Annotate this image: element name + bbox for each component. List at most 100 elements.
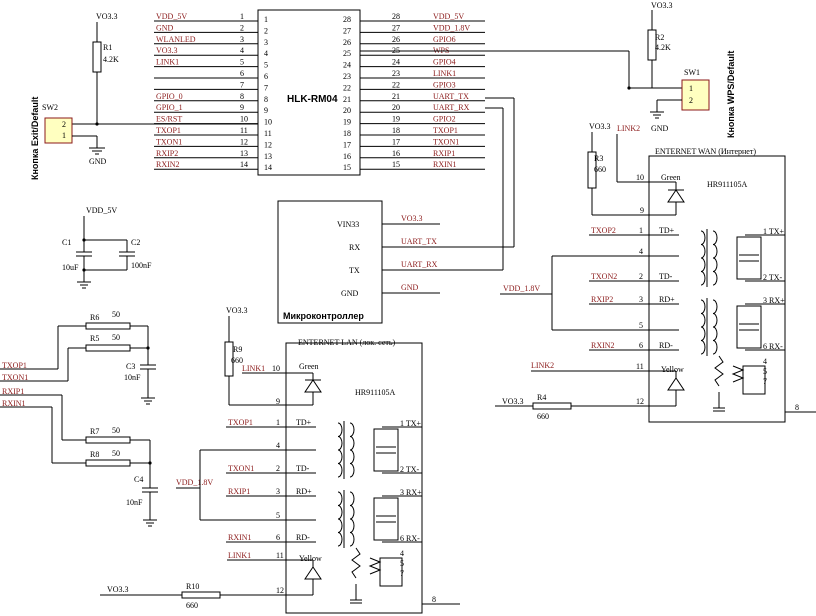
port-signal: RD- — [296, 533, 310, 542]
hlk-right-pin-label: UART_TX — [433, 92, 469, 101]
wan-part: HR911105A — [707, 180, 748, 189]
r8-value: 50 — [112, 449, 120, 458]
hlk-right-pin-label: VDD_1.8V — [433, 23, 470, 32]
transformer-coil — [712, 230, 718, 286]
term-block — [742, 365, 766, 395]
transformer-coil — [337, 422, 343, 478]
port-net-label: TXON1 — [228, 464, 254, 473]
hlk-left-pin-inner: 2 — [264, 26, 268, 35]
port-pin-num: 1 — [276, 418, 280, 427]
r2-value: 4.2K — [655, 43, 671, 52]
transformer-coil — [337, 491, 343, 547]
hlk-left-pin-num: 6 — [240, 69, 244, 78]
port-out-label: 1 TX+ — [763, 227, 785, 236]
hlk-right-pin-num: 26 — [392, 35, 400, 44]
port-pin-num: 1 — [639, 226, 643, 235]
sw1-wps-block: VO3.3 R2 4.2K SW1 1 2 GND Кнопка WPS/Def… — [360, 1, 736, 138]
mcu-net-uart-tx: UART_TX — [401, 237, 437, 246]
hlk-left-pin-label: RXIP2 — [156, 149, 178, 158]
hlk-right-pin-inner: 23 — [343, 72, 351, 81]
sw2-exit-block: VO3.3 R1 4.2K SW2 2 1 GND Кнопка Exit/De… — [30, 12, 258, 180]
hlk-right-pin-label: GPIO6 — [433, 35, 456, 44]
hlk-left-pin-num: 12 — [240, 137, 248, 146]
hlk-right-pin-label: RXIP1 — [433, 149, 455, 158]
hlk-right-pin-inner: 18 — [343, 129, 351, 138]
sw1-ref: SW1 — [684, 68, 700, 77]
wan-link-net-2: LINK2 — [531, 361, 554, 370]
hlk-right-pin-label: GPIO3 — [433, 80, 456, 89]
hlk-left-pin-label: GPIO_0 — [156, 92, 183, 101]
port-pin-num: 3 — [639, 295, 643, 304]
wan-yellow: Yellow — [661, 365, 684, 374]
mcu-title: Микроконтроллер — [283, 311, 364, 321]
c1-value: 10uF — [62, 263, 79, 272]
sw2-pin2: 2 — [62, 120, 66, 129]
port-signal: RD+ — [296, 487, 312, 496]
hlk-left-pin-inner: 12 — [264, 140, 272, 149]
net-rxin1-left: RXIN1 — [2, 399, 26, 408]
wan-title: ENTERNET WAN (Интернет) — [655, 147, 756, 156]
r4-ref: R4 — [537, 393, 546, 402]
lan-part: HR911105A — [355, 388, 396, 397]
r9-ref: R9 — [233, 345, 242, 354]
transformer-coil — [349, 422, 355, 478]
hlk-left-pin-inner: 11 — [264, 129, 272, 138]
sw2-ref: SW2 — [42, 103, 58, 112]
port-signal: TD+ — [659, 226, 675, 235]
transformer-coil — [712, 299, 718, 355]
port-pin-num: 3 — [276, 487, 280, 496]
r6-value: 50 — [112, 310, 120, 319]
hlk-left-pin-inner: 6 — [264, 72, 268, 81]
r3-net: VO3.3 — [589, 122, 611, 131]
wan-pin12: 12 — [636, 397, 644, 406]
r9-value: 660 — [231, 356, 243, 365]
port-pin-num: 4 — [276, 441, 280, 450]
choke-body — [373, 428, 399, 472]
sw2-pin1: 1 — [62, 131, 66, 140]
hlk-left-pin-inner: 9 — [264, 106, 268, 115]
lan-green: Green — [299, 362, 319, 371]
port-net-label: RXIP1 — [228, 487, 250, 496]
sw2-switch-body — [44, 117, 73, 144]
hlk-left-pin-num: 14 — [240, 160, 248, 169]
mcu-net-vo33: VO3.3 — [401, 214, 423, 223]
hlk-left-pin-num: 2 — [240, 23, 244, 32]
lan-pin9: 9 — [276, 397, 280, 406]
wan-pin11: 11 — [636, 362, 644, 371]
port-signal: TD- — [296, 464, 310, 473]
term-pin5: 5 — [400, 559, 404, 568]
hlk-left-pin-inner: 13 — [264, 152, 272, 161]
hlk-left-pin-num: 5 — [240, 58, 244, 67]
port-pin-num: 4 — [639, 247, 643, 256]
port-pin-num: 6 — [276, 533, 280, 542]
caps-net-label: VDD_5V — [86, 206, 117, 215]
r10-net: VO3.3 — [107, 585, 129, 594]
hlk-left-pin-num: 7 — [240, 80, 244, 89]
r1-resistor — [92, 41, 102, 73]
port-net-label: RXIN2 — [591, 341, 615, 350]
hlk-right-pin-label: VDD_5V — [433, 12, 464, 21]
hlk-left-pin-inner: 14 — [264, 163, 272, 172]
hlk-right-pin-num: 16 — [392, 149, 400, 158]
port-out-label: 6 RX- — [400, 534, 420, 543]
hlk-right-pin-num: 22 — [392, 80, 400, 89]
r5-ref: R5 — [90, 334, 99, 343]
hlk-left-pin-label: TXOP1 — [156, 126, 181, 135]
hlk-left-pin-inner: 5 — [264, 61, 268, 70]
term-resistor — [368, 557, 382, 575]
hlk-right-pin-num: 28 — [392, 12, 400, 21]
port-signal: RD+ — [659, 295, 675, 304]
hlk-right-pin-inner: 25 — [343, 49, 351, 58]
c4-value: 10nF — [126, 498, 143, 507]
r2-ref: R2 — [655, 33, 664, 42]
sw1-vcc-label: VO3.3 — [651, 1, 673, 10]
net-rxip1-left: RXIP1 — [2, 387, 24, 396]
net-txon1-left: TXON1 — [2, 373, 28, 382]
hlk-left-pin-num: 1 — [240, 12, 244, 21]
transformer-coil — [700, 230, 706, 286]
lan-yellow: Yellow — [299, 554, 322, 563]
